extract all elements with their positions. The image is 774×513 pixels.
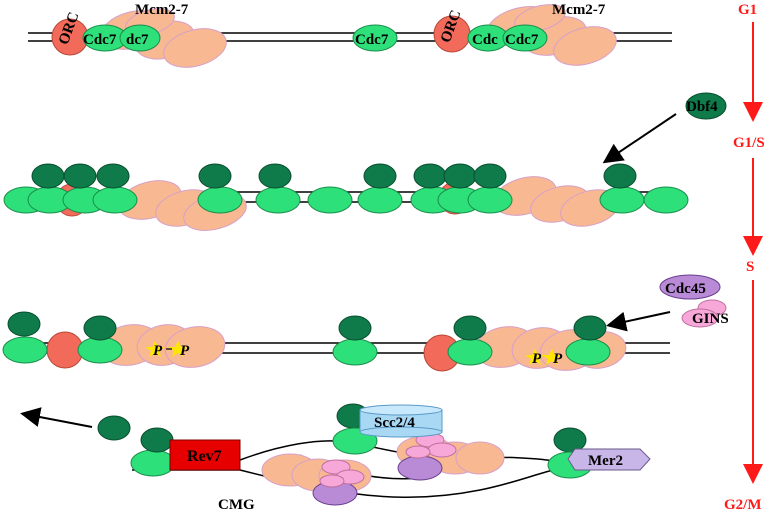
cdc7-row4-a — [130, 449, 176, 477]
phospho-label-4: P — [553, 351, 563, 367]
cdc45-arrow — [606, 311, 671, 332]
dbf4-departing — [97, 415, 131, 441]
dbf4-label: Dbf4 — [686, 99, 718, 115]
phospho-label-2: P — [180, 343, 190, 359]
dbf4-arrow — [602, 113, 677, 164]
scc2-4-cylinder — [359, 404, 443, 438]
dbf4 — [685, 92, 727, 120]
mer2-shape — [567, 448, 651, 471]
rev7-label: Rev7 — [187, 448, 222, 465]
cdc7-a2 — [119, 24, 161, 52]
cdc7-label-a2: dc7 — [126, 32, 149, 48]
cdc45-gins-group: Cdc45 GINS — [606, 274, 729, 332]
gins-label: GINS — [692, 311, 729, 327]
cmg-right-gins-b — [427, 442, 457, 458]
dbf4-row4-a — [140, 427, 174, 453]
phase-label-g1s: G1/S — [733, 135, 765, 151]
cmg-right-gins-c — [405, 445, 431, 459]
row-g1: ORC Cdc7 dc7 Mcm2-7 Cdc7 ORC Cdc Cdc7 Mc… — [28, 2, 672, 68]
scc-label: Scc2/4 — [374, 415, 415, 431]
row-g2m: Rev7 Scc2/4 Mer2 CMG — [20, 403, 651, 513]
dbf4-release-arrow — [20, 407, 93, 428]
dbf4-row4-b — [553, 427, 587, 453]
phospho-label-3: P — [532, 351, 542, 367]
phospho-label-1: P — [153, 343, 163, 359]
row-s: P P P P — [2, 311, 670, 372]
phase-label-s: S — [746, 259, 754, 275]
cdc7-b2 — [502, 24, 548, 52]
cdc7-label-b2: Cdc7 — [505, 32, 539, 48]
cmg-label: CMG — [218, 497, 255, 513]
cdc7-row3 — [2, 336, 611, 366]
cmg-right-cdc45 — [397, 455, 443, 481]
mcm-label-a: Mcm2-7 — [135, 2, 189, 18]
phase-label-g1: G1 — [738, 2, 757, 18]
dbf4-row3 — [7, 311, 607, 341]
cdc45 — [659, 274, 721, 300]
cdc45-label: Cdc45 — [665, 281, 706, 297]
gins-upper — [681, 308, 719, 328]
mer2-label: Mer2 — [588, 453, 623, 469]
phospho-marks: P P P P — [145, 341, 563, 367]
rev7-box — [169, 439, 241, 471]
cmg-left-gins-c — [319, 474, 345, 488]
mcm-label-b: Mcm2-7 — [552, 2, 606, 18]
phase-axis: G1 G1/S S G2/M — [724, 2, 765, 513]
cdc7-mid — [352, 24, 398, 52]
dbf4-row2 — [31, 163, 637, 189]
cdc7-row2 — [3, 186, 689, 214]
row-g1s — [3, 163, 689, 231]
phase-label-g2m: G2/M — [724, 497, 762, 513]
dbf4-group: Dbf4 — [602, 92, 727, 164]
cdc7-label-a1: Cdc7 — [83, 32, 117, 48]
cdc7-label-mid: Cdc7 — [355, 32, 389, 48]
cdc7-label-b1: Cdc — [472, 32, 498, 48]
